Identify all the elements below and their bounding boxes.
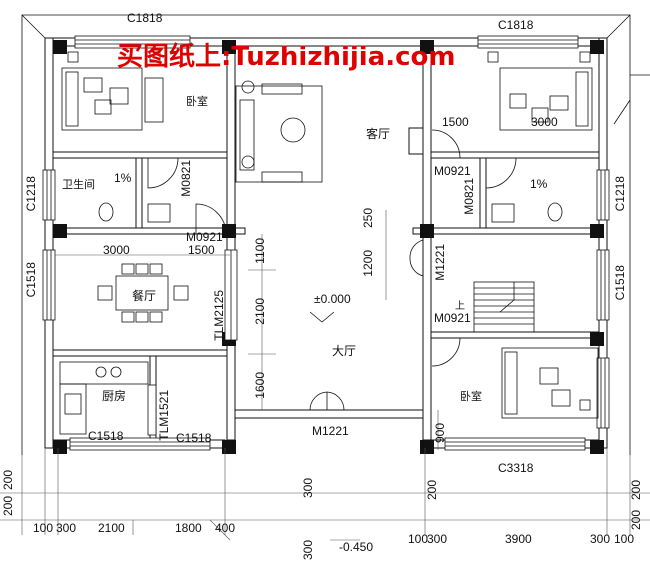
dim-bottom-100-a: 100	[33, 521, 54, 535]
dim-bottom-300-b: 300	[427, 532, 448, 546]
window-c1518-kitchen-1: C1518	[88, 429, 124, 443]
room-label-hall: 大厅	[332, 344, 357, 358]
door-m1221-bottom: M1221	[312, 424, 349, 438]
dim-bottom-2100: 2100	[98, 521, 125, 535]
dim-side-200-c: 200	[629, 480, 643, 501]
slope-left: 1%	[114, 171, 132, 185]
dim-side-200-b: 200	[1, 496, 15, 517]
window-c1818-left: C1818	[127, 11, 163, 25]
door-m1221-right: M1221	[433, 244, 447, 281]
door-m0921-right: M0921	[434, 164, 471, 178]
doors	[147, 129, 517, 436]
windows	[42, 35, 610, 451]
window-c1518-kitchen-2: C1518	[176, 431, 212, 445]
dim-mid-300-b: 300	[301, 540, 315, 561]
door-m0921-left: M0921	[186, 230, 223, 244]
dim-250: 250	[361, 208, 375, 229]
dim-900: 900	[433, 423, 447, 444]
dim-1500-left: 1500	[188, 243, 215, 257]
room-label-bathroom-left: 卫生间	[62, 179, 95, 191]
dim-mid-300-a: 300	[301, 478, 315, 499]
dim-1600: 1600	[253, 372, 267, 399]
dim-1100: 1100	[253, 238, 267, 264]
dim-bottom-3900: 3900	[505, 532, 532, 546]
dim-side-200-d: 200	[629, 510, 643, 531]
room-label-kitchen: 厨房	[102, 389, 127, 403]
dim-bottom-300-c: 300	[590, 532, 611, 546]
door-m0821-right: M0821	[462, 178, 476, 215]
dim-bottom-300-a: 300	[56, 521, 77, 535]
room-label-bedroom-top-left: 卧室	[186, 96, 208, 108]
dim-bottom-100-c: 100	[614, 532, 635, 546]
dim-1500-right: 1500	[442, 115, 469, 129]
interior-walls	[52, 45, 600, 441]
dim-3000-left: 3000	[103, 243, 130, 257]
dim-1200: 1200	[361, 250, 375, 277]
door-m0821-left: M0821	[179, 160, 193, 197]
window-c1518-left: C1518	[24, 262, 38, 298]
level-outside: -0.450	[339, 540, 374, 554]
roof-outline	[21, 14, 650, 455]
dim-2100: 2100	[253, 298, 267, 325]
window-c1218-left: C1218	[24, 176, 38, 212]
door-tlm1521: TLM1521	[157, 390, 171, 441]
window-c1818-right: C1818	[498, 18, 534, 32]
structural-columns	[53, 40, 604, 454]
dim-mid-200: 200	[425, 480, 439, 501]
dim-side-200-a: 200	[1, 470, 15, 491]
dim-bottom-1800: 1800	[175, 521, 202, 535]
furniture	[59, 51, 599, 435]
window-c3318: C3318	[498, 461, 534, 475]
slope-right: 1%	[530, 177, 548, 191]
window-c1518-right: C1518	[613, 265, 627, 301]
room-label-dining: 餐厅	[132, 289, 157, 303]
room-label-living: 客厅	[366, 127, 391, 141]
watermark: 买图纸上:Tuzhizhijia.com	[117, 42, 456, 72]
door-m0921-stair: M0921	[434, 311, 471, 325]
dim-bottom-400: 400	[215, 521, 236, 535]
room-label-bedroom-bottom-right: 卧室	[460, 391, 482, 403]
stair-up-label: 上	[455, 301, 465, 312]
dim-bottom-100-b: 100	[408, 532, 429, 546]
dim-3000-right: 3000	[531, 115, 558, 129]
dimension-lines	[0, 210, 650, 541]
window-c1218-right: C1218	[613, 176, 627, 212]
level-floor: ±0.000	[314, 292, 351, 306]
door-tlm2125: TLM2125	[212, 290, 226, 341]
